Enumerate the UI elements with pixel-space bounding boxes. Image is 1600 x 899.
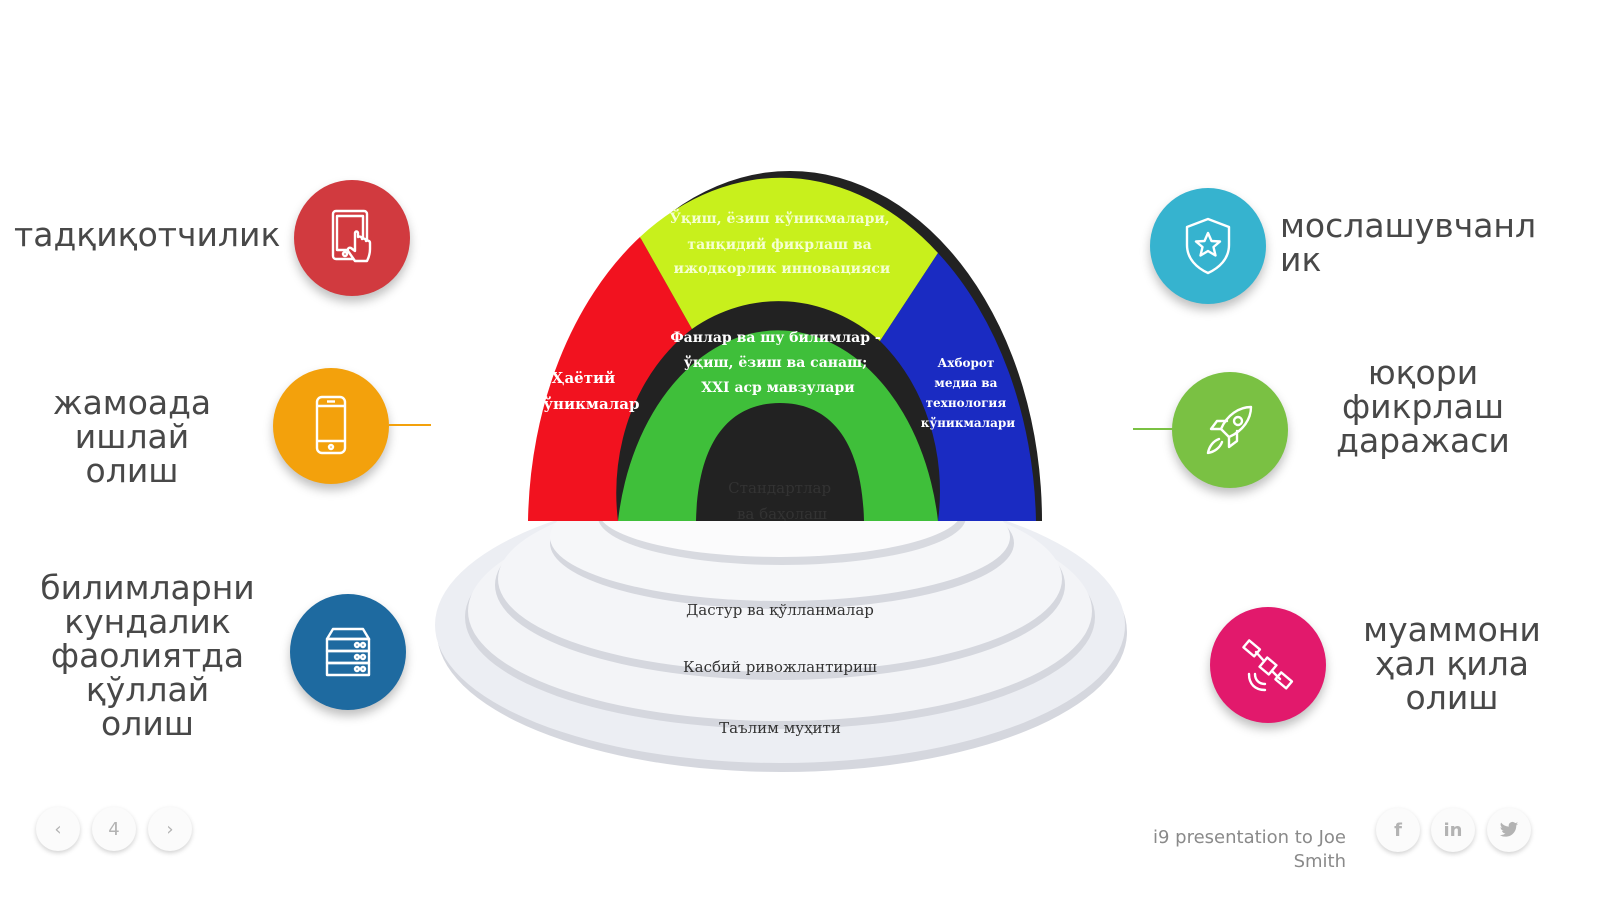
label-learning-skills: Ўқиш, ёзиш кўникмалари, танқидий фикрлаш… xyxy=(669,208,894,277)
presentation-note: i9 presentation to Joe Smith xyxy=(1152,827,1346,872)
server-icon xyxy=(325,627,371,677)
skill-label-higher-thinking: юқори фикрлаш даражаси xyxy=(1336,353,1510,460)
shield-star-icon xyxy=(1185,217,1231,275)
linkedin-icon: in xyxy=(1443,819,1463,841)
chevron-right-icon: › xyxy=(166,818,174,840)
label-curriculum: Дастур ва қўлланмалар xyxy=(686,601,874,619)
label-professional-development: Касбий ривожлантириш xyxy=(683,658,877,676)
skill-circle-teamwork xyxy=(273,368,389,484)
skill-label-adaptability: мослашувчанл ик xyxy=(1280,206,1537,279)
twitter-icon xyxy=(1499,821,1519,837)
arc-learning-skills xyxy=(640,177,938,341)
label-life-skills: Ҳаётий кўникмалар xyxy=(533,369,640,413)
next-slide-button[interactable]: › xyxy=(148,807,192,851)
arc-life-skills xyxy=(528,237,692,521)
skill-circle-research xyxy=(294,180,410,296)
label-standards: Стандартлар ва баҳолаш xyxy=(728,479,836,523)
connector-line-right xyxy=(1133,428,1173,430)
skill-label-problem-solving: муаммони ҳал қила олиш xyxy=(1363,610,1541,717)
facebook-button[interactable]: f xyxy=(1376,808,1420,852)
prev-slide-button[interactable]: ‹ xyxy=(36,807,80,851)
label-core-subjects: Фанлар ва шу билимлар - ўқиш, ёзиш ва са… xyxy=(670,330,885,396)
label-media-tech-skills: Ахборот медиа ва технология кўникмалари xyxy=(921,356,1016,430)
twitter-button[interactable] xyxy=(1487,808,1531,852)
skill-circle-adaptability xyxy=(1150,188,1266,304)
skill-circle-higher-thinking xyxy=(1172,372,1288,488)
skill-label-research: тадқиқотчилик xyxy=(14,215,281,254)
skill-circle-problem-solving xyxy=(1210,607,1326,723)
chevron-left-icon: ‹ xyxy=(54,818,62,840)
rocket-icon xyxy=(1206,405,1253,455)
skill-label-teamwork: жамоада ишлай олиш xyxy=(52,383,212,490)
label-learning-environment: Таълим муҳити xyxy=(719,719,841,737)
linkedin-button[interactable]: in xyxy=(1431,808,1475,852)
skill-circle-apply-knowledge xyxy=(290,594,406,710)
smartphone-icon xyxy=(315,395,347,455)
education-framework-diagram: Ҳаётий кўникмалар Ўқиш, ёзиш кўникмалари… xyxy=(435,171,1127,772)
skill-label-apply-knowledge: билимларни кундалик фаолиятда қўллай оли… xyxy=(40,568,255,743)
connector-line-left xyxy=(389,424,431,426)
tablet-touch-icon xyxy=(331,209,372,263)
facebook-icon: f xyxy=(1394,819,1402,841)
page-number-text: 4 xyxy=(108,818,120,840)
arc-core-subjects xyxy=(618,330,938,521)
page-number: 4 xyxy=(92,807,136,851)
satellite-icon xyxy=(1242,639,1294,692)
arc-media-tech-skills xyxy=(880,253,1036,521)
